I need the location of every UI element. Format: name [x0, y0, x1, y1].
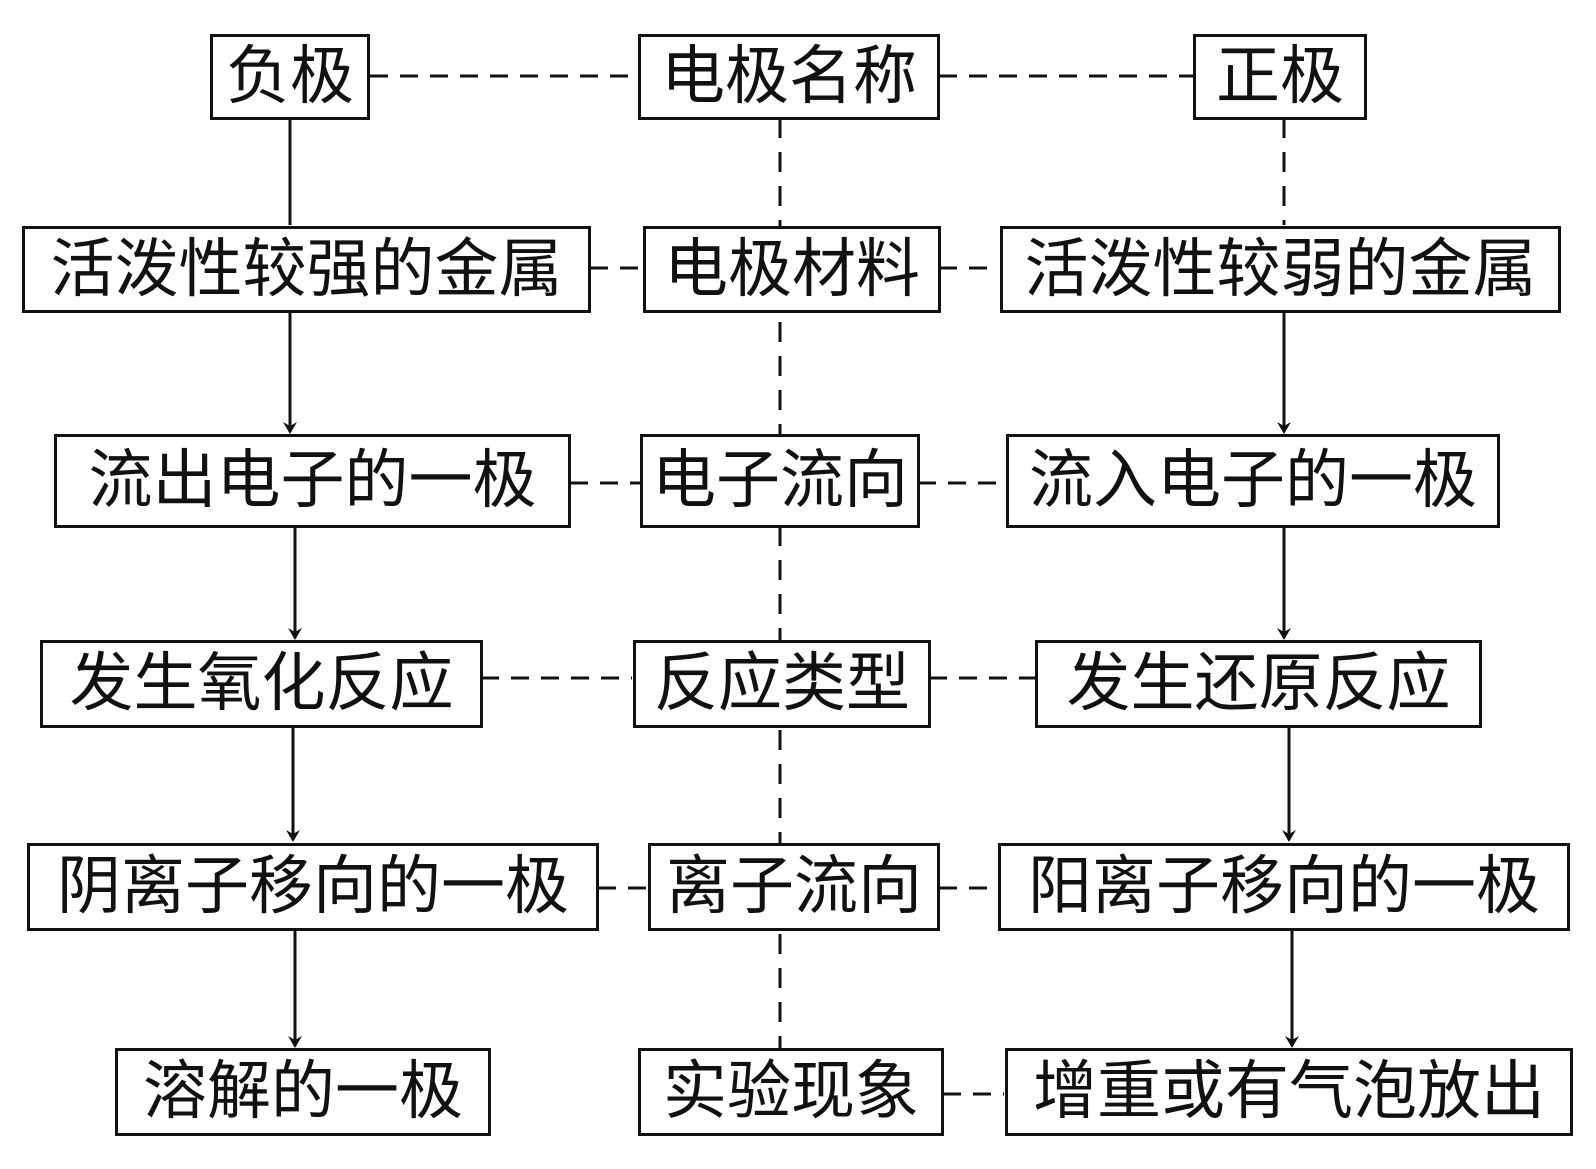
left-reaction-type-box: 发生氧化反应 [40, 640, 483, 728]
right-phenomenon-box: 增重或有气泡放出 [1005, 1048, 1573, 1136]
left-ion-flow-box: 阴离子移向的一极 [27, 843, 599, 931]
right-name-box: 正极 [1193, 34, 1367, 120]
center-ion-flow-box: 离子流向 [648, 843, 940, 931]
left-arrows [283, 118, 302, 1048]
right-electron-flow-box: 流入电子的一极 [1006, 434, 1500, 528]
center-name-box: 电极名称 [638, 34, 940, 120]
right-material-box: 活泼性较弱的金属 [1000, 226, 1561, 313]
left-name-box: 负极 [210, 34, 370, 120]
left-electron-flow-box: 流出电子的一极 [54, 434, 571, 528]
center-material-box: 电极材料 [643, 226, 941, 313]
right-reaction-type-box: 发生还原反应 [1035, 640, 1482, 728]
center-reaction-type-box: 反应类型 [633, 640, 931, 728]
right-arrows [1277, 312, 1299, 1048]
center-phenomenon-box: 实验现象 [638, 1048, 944, 1136]
right-ion-flow-box: 阳离子移向的一极 [998, 843, 1570, 931]
left-material-box: 活泼性较强的金属 [22, 226, 591, 313]
center-electron-flow-box: 电子流向 [640, 434, 920, 528]
horizontal-dashed-connectors [370, 74, 1193, 1096]
left-phenomenon-box: 溶解的一极 [115, 1048, 491, 1136]
